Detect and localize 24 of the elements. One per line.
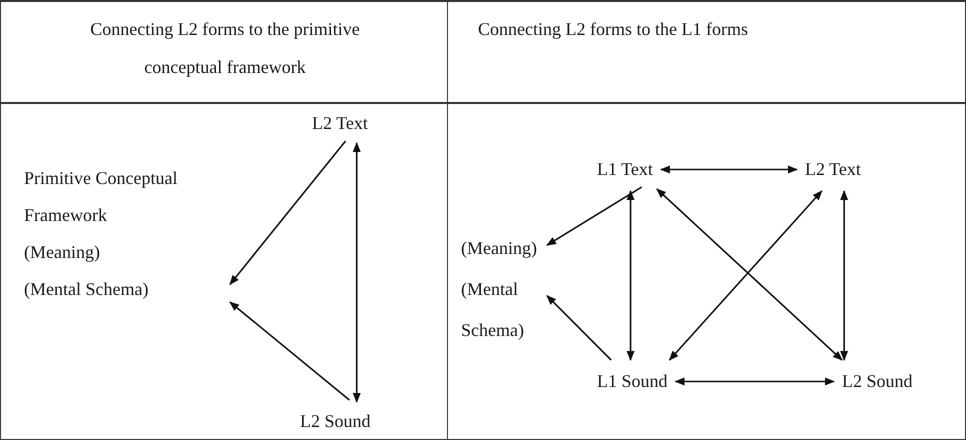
arrow (229, 301, 350, 401)
node-label: L2 Sound (300, 408, 371, 435)
node-label: L1 Text (597, 156, 653, 183)
node-label: (Meaning) (24, 241, 100, 264)
arrow (840, 190, 848, 361)
node-label: (Mental Schema) (461, 278, 525, 342)
arrow (668, 190, 822, 361)
node-label: Primitive Conceptual Framework (24, 167, 178, 227)
column-header: Connecting L2 forms to the L1 forms (478, 18, 749, 41)
node-label: (Mental Schema) (24, 278, 148, 301)
node-label: L1 Sound (597, 368, 668, 395)
node-label: L2 Text (312, 110, 368, 137)
arrow (660, 166, 798, 174)
node-label: L2 Sound (842, 368, 913, 395)
arrow (626, 190, 635, 361)
arrow (352, 142, 361, 403)
column-header: Connecting L2 forms to the primitive conceptual framework (89, 18, 361, 79)
arrow (546, 186, 642, 246)
node-label: (Meaning) (461, 237, 537, 260)
arrow (656, 188, 843, 361)
arrow (546, 294, 612, 361)
arrow (229, 140, 346, 286)
arrow (674, 378, 835, 386)
node-label: L2 Text (805, 156, 861, 183)
